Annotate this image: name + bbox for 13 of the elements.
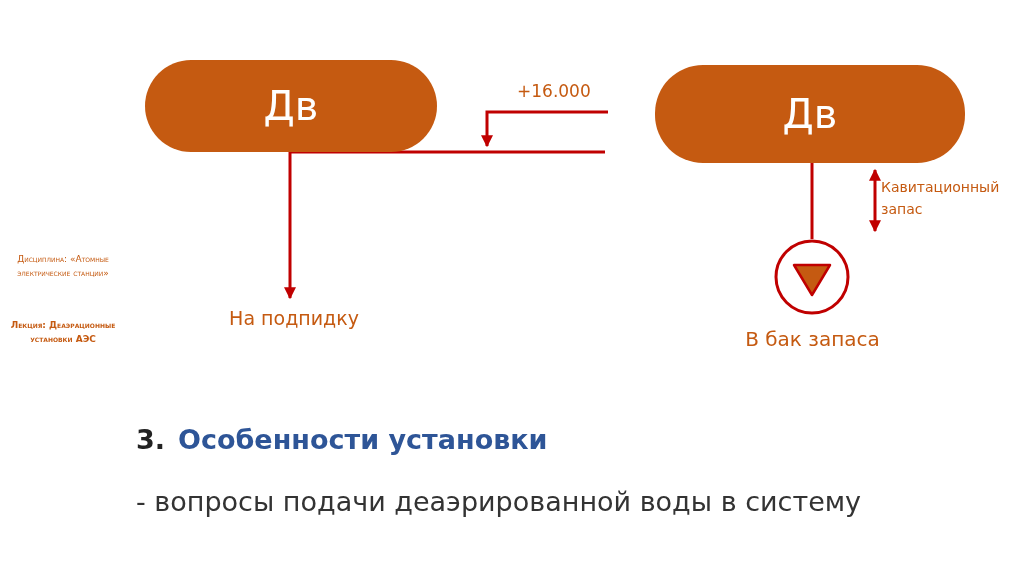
section-heading: Особенности установки [178, 424, 548, 455]
elevation-label: +16.000 [517, 81, 591, 101]
pump-symbol [774, 239, 850, 315]
unit-label: Дв [782, 91, 838, 137]
pipe-arrow [284, 152, 296, 300]
dimension-label: Кавитационный запас [881, 178, 1001, 219]
unit-label: Дв [263, 83, 319, 129]
outlet-label: На подпидку [212, 304, 376, 332]
section-number: 3. [136, 424, 166, 455]
discipline-note: Дисциплина: «Атомные электрические станции» [16, 253, 110, 280]
lecture-note: Лекция: Деаэрационные установки АЭС [9, 319, 117, 346]
bullet-text: - вопросы подачи деаэрированной воды в систему [136, 486, 862, 517]
outlet-label: В бак запаса [730, 324, 895, 354]
